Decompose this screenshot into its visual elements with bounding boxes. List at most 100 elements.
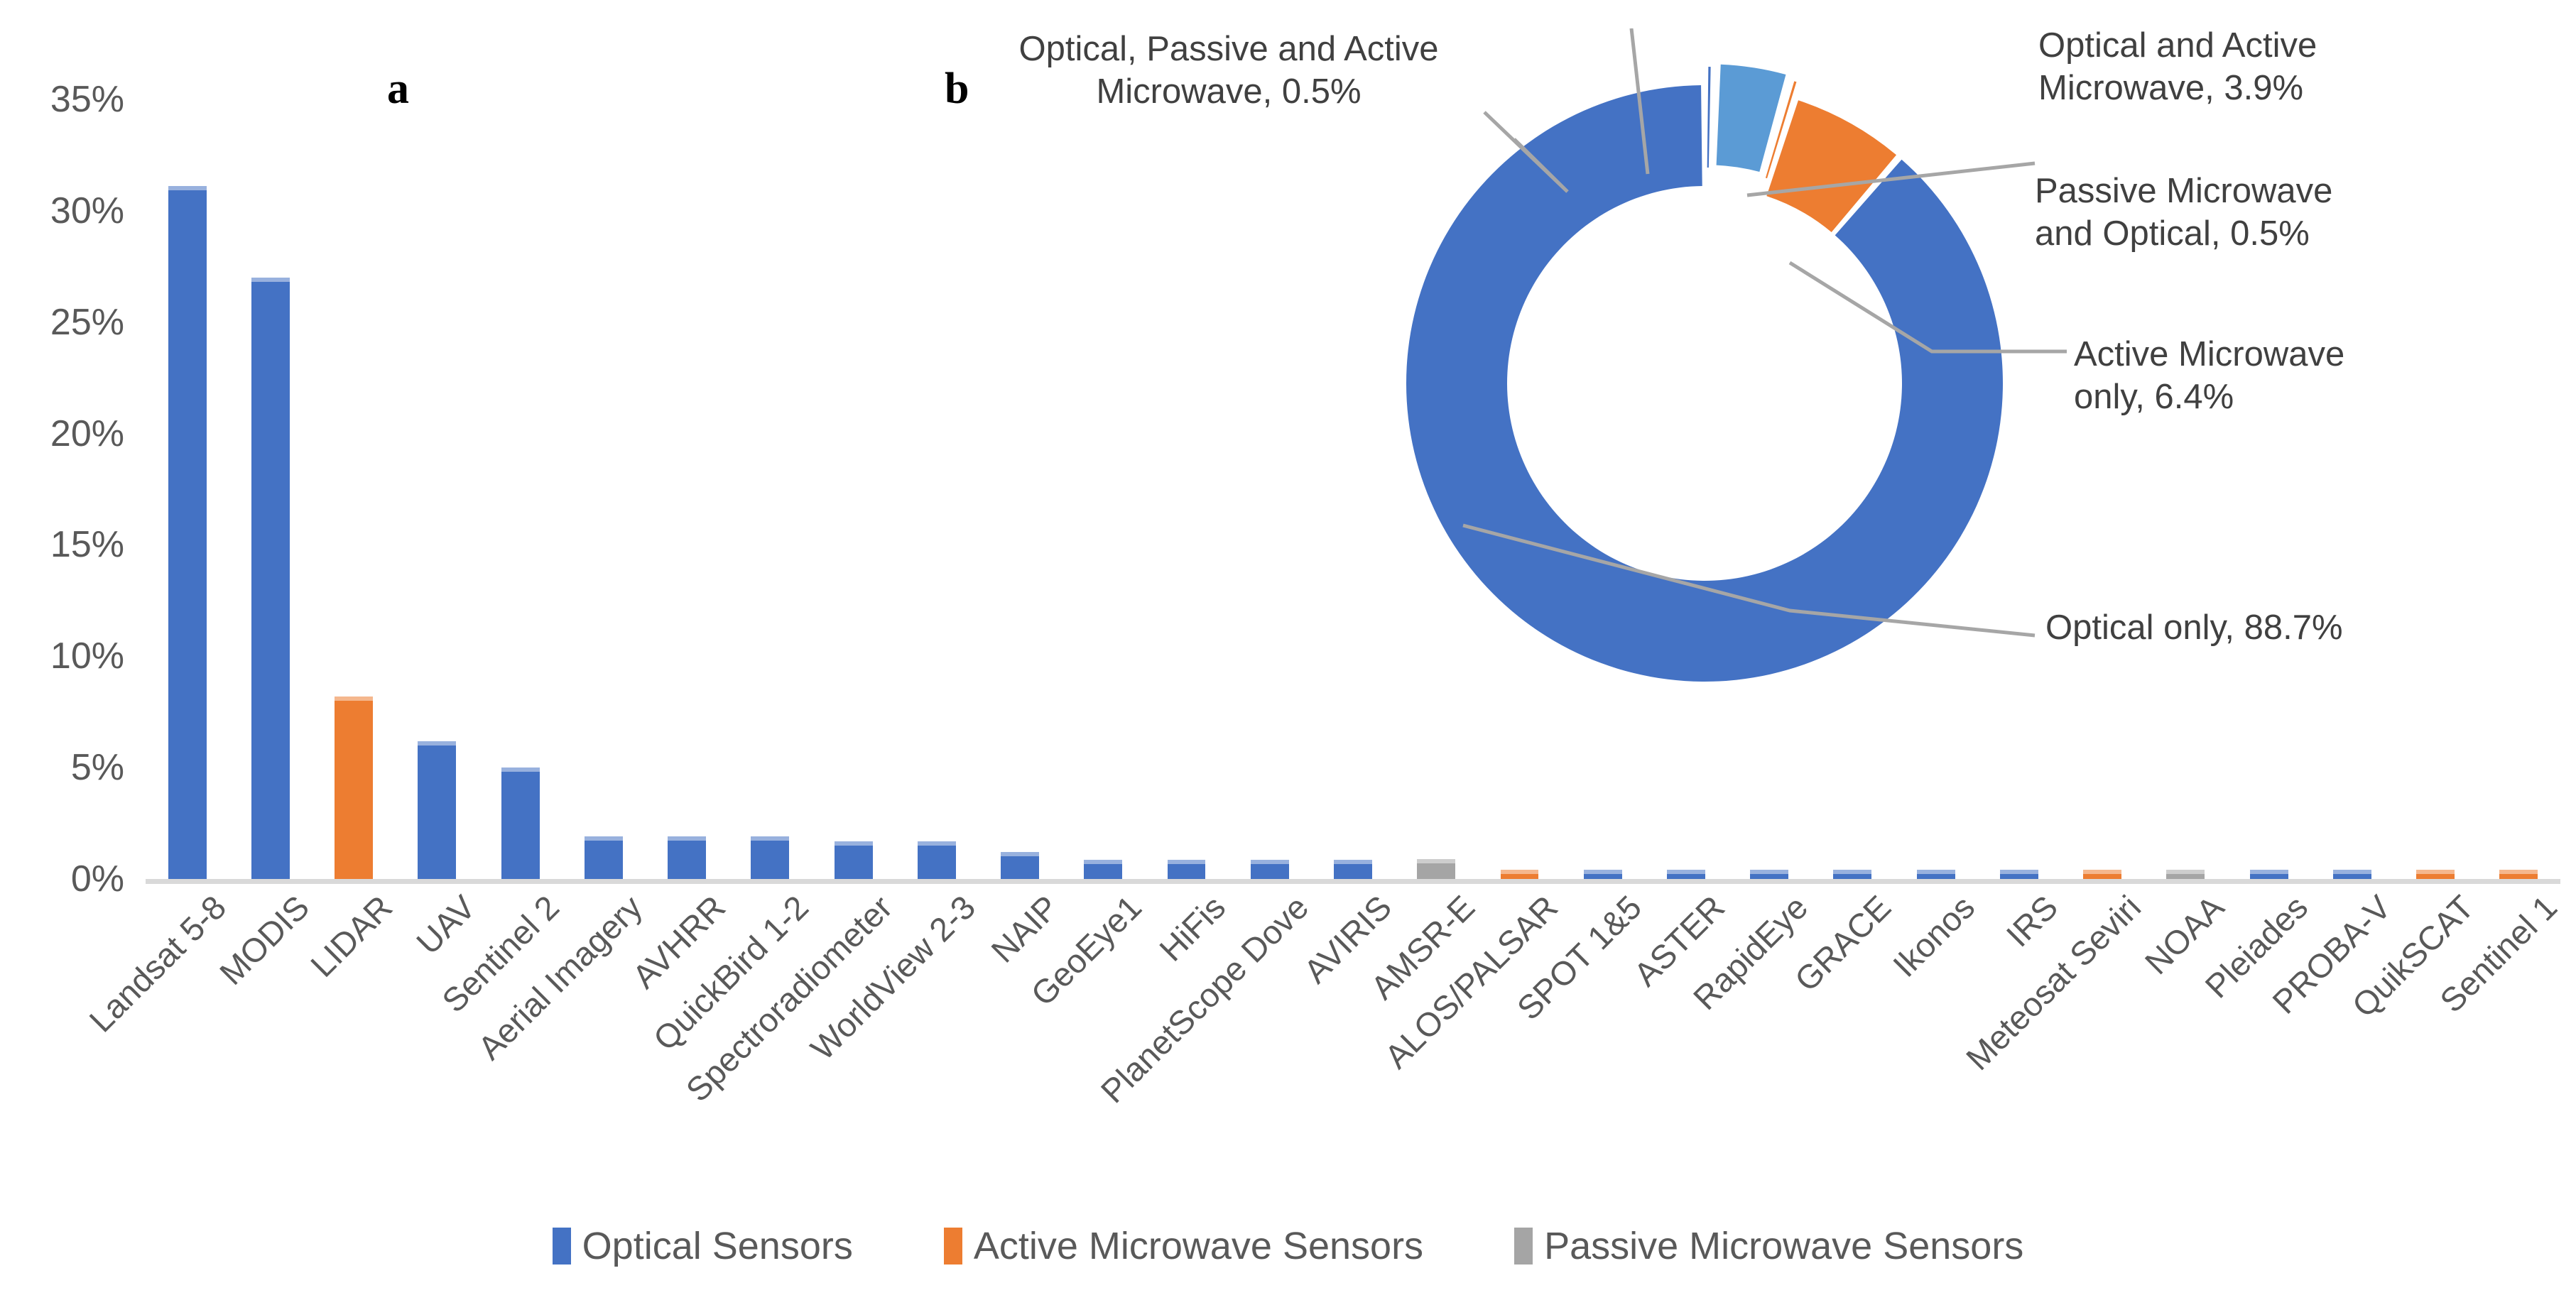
- bar-cap: [2249, 870, 2288, 875]
- bar: [2083, 869, 2122, 879]
- x-tick-label: Ikonos: [1885, 887, 1982, 985]
- x-tick-label: IRS: [1999, 887, 2065, 954]
- bar: [2416, 869, 2455, 879]
- pie-label-line: and Optical, 0.5%: [2035, 214, 2310, 253]
- bar-cap: [1750, 870, 1789, 875]
- bar-cap: [168, 186, 207, 191]
- bar-cap: [1833, 870, 1872, 875]
- pie-label-passive-and-optical: Passive Microwave and Optical, 0.5%: [2035, 170, 2532, 256]
- bar: [1833, 870, 1872, 879]
- panel-label-a: a: [387, 65, 409, 113]
- bar: [418, 741, 457, 879]
- bar: [1667, 870, 1705, 879]
- bar: [1084, 860, 1123, 879]
- bar: [1750, 870, 1789, 879]
- bar-cap: [2416, 869, 2455, 874]
- x-tick-label: UAV: [409, 887, 483, 962]
- donut-svg: [1406, 28, 2067, 682]
- bar: [1583, 870, 1622, 879]
- bar-cap: [501, 768, 540, 772]
- pie-label-line: Microwave, 3.9%: [2038, 68, 2304, 107]
- pie-label-line: Passive Microwave: [2035, 172, 2333, 210]
- bar-cap: [584, 836, 623, 841]
- y-tick-label: 0%: [70, 858, 124, 900]
- bar-cap: [1250, 860, 1289, 865]
- bar-cap: [1916, 870, 1955, 875]
- bar-cap: [2499, 869, 2538, 874]
- bar: [1916, 870, 1955, 879]
- x-axis-line: [146, 879, 2560, 884]
- donut-slice: [1716, 64, 1786, 173]
- y-tick-label: 25%: [50, 301, 124, 343]
- leader-line: [1746, 161, 2036, 197]
- bar-cap: [751, 836, 790, 841]
- pie-label-line: Microwave, 0.5%: [1096, 72, 1362, 111]
- donut-slice: [1707, 67, 1711, 168]
- leader-line: [1629, 28, 1650, 175]
- bar-cap: [335, 696, 374, 701]
- legend-label: Active Microwave Sensors: [973, 1225, 1424, 1267]
- bar: [1334, 860, 1372, 879]
- legend-label: Optical Sensors: [582, 1225, 853, 1267]
- leader-line: [1462, 523, 2036, 638]
- bar-cap: [2083, 869, 2122, 874]
- bar-cap: [1500, 869, 1539, 874]
- y-tick-label: 35%: [50, 79, 124, 120]
- donut-slice: [1766, 100, 1896, 233]
- bar: [1167, 860, 1206, 879]
- legend-item[interactable]: Optical Sensors: [552, 1224, 853, 1268]
- y-tick-label: 10%: [50, 635, 124, 677]
- bar: [834, 841, 873, 879]
- legend-label: Passive Microwave Sensors: [1544, 1225, 2024, 1267]
- bar: [1999, 870, 2038, 879]
- bar: [168, 186, 207, 879]
- bar: [751, 836, 790, 879]
- bar-cap: [2332, 870, 2371, 875]
- bar: [668, 836, 707, 879]
- x-tick-label: MODIS: [212, 887, 317, 993]
- pie-label-line: Optical and Active: [2038, 26, 2317, 65]
- leader-line: [1788, 261, 2067, 354]
- y-tick-label: 5%: [70, 747, 124, 789]
- pie-label-line: Optical, Passive and Active: [1018, 30, 1439, 68]
- y-tick-label: 20%: [50, 413, 124, 454]
- bar-cap: [1167, 860, 1206, 865]
- bar-cap: [1583, 870, 1622, 875]
- bar-cap: [251, 277, 290, 282]
- bar-plot-area: [146, 99, 2560, 879]
- donut-slices: [1406, 64, 2003, 682]
- legend-swatch-icon: [1514, 1228, 1533, 1265]
- bar: [2166, 870, 2205, 879]
- panel-label-b: b: [945, 65, 969, 113]
- bar-cap: [418, 741, 457, 745]
- legend-swatch-icon: [552, 1228, 571, 1265]
- bar-cap: [1667, 870, 1705, 875]
- y-tick-label: 15%: [50, 524, 124, 566]
- bar: [1001, 852, 1039, 879]
- y-tick-label: 30%: [50, 190, 124, 231]
- bar-cap: [834, 841, 873, 846]
- legend-item[interactable]: Passive Microwave Sensors: [1514, 1224, 2023, 1268]
- donut-leader-lines: [1462, 28, 2067, 638]
- bar-cap: [1084, 860, 1123, 865]
- bar: [251, 277, 290, 879]
- pie-label-line: Optical only, 88.7%: [2045, 608, 2343, 647]
- bar-cap: [1417, 858, 1456, 863]
- bar-cap: [1001, 852, 1039, 857]
- bar: [584, 836, 623, 879]
- bar-cap: [668, 836, 707, 841]
- bar: [1417, 858, 1456, 879]
- bar: [335, 696, 374, 879]
- chart-legend: Optical Sensors Active Microwave Sensors P…: [0, 1207, 2576, 1285]
- bar-cap: [1334, 860, 1372, 865]
- pie-label-line: only, 6.4%: [2074, 377, 2234, 416]
- leader-line: [1483, 111, 1569, 193]
- bar: [917, 841, 956, 879]
- bar: [2332, 870, 2371, 879]
- bar-cap: [1999, 870, 2038, 875]
- legend-item[interactable]: Active Microwave Sensors: [943, 1224, 1424, 1268]
